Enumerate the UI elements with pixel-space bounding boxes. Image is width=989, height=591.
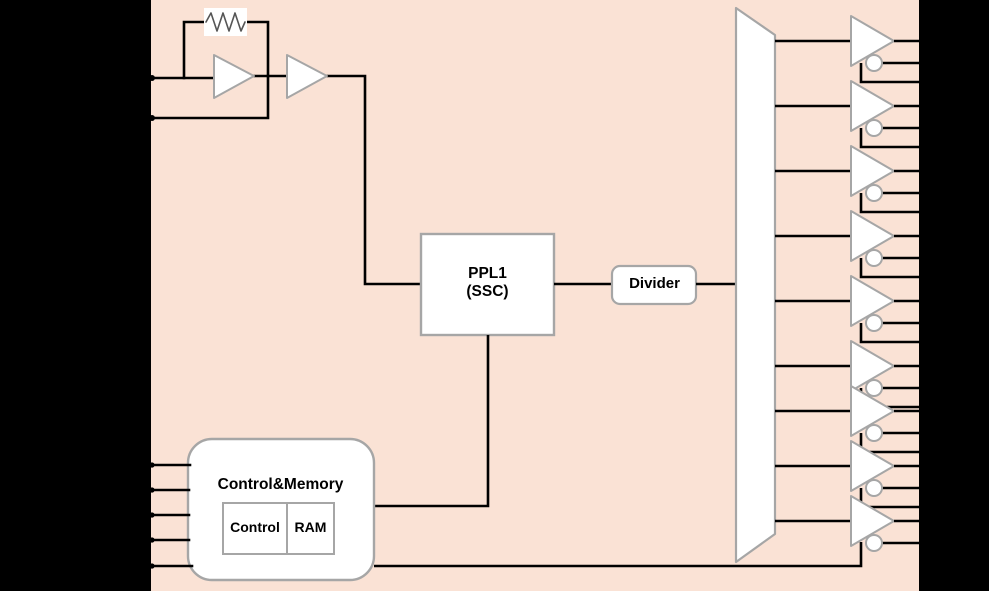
inverter-bubble-3: [865, 184, 883, 202]
pin-dot-ctrl-3: [149, 512, 155, 518]
output-buffer-1[interactable]: [775, 15, 919, 84]
output-buffer-3[interactable]: [775, 145, 919, 214]
pin-dot-ctrl-1: [149, 462, 155, 468]
ram-subblock[interactable]: [286, 502, 335, 555]
resistor-zigzag-icon: [205, 12, 246, 32]
pin-dot-ctrl-5: [149, 563, 155, 569]
wire-control-memory-bus: [374, 542, 863, 568]
inverter-bubble-1: [865, 54, 883, 72]
pin-dot-xtal-out: [149, 115, 155, 121]
buffer-triangle-8: [850, 440, 895, 492]
output-buffer-2[interactable]: [775, 80, 919, 149]
buffer-triangle-9: [850, 495, 895, 547]
output-buffer-5[interactable]: [775, 275, 919, 344]
inverter-bubble-8: [865, 479, 883, 497]
buffer-triangle-2: [850, 80, 895, 132]
output-buffer-bank: [775, 15, 919, 552]
pin-dot-ctrl-2: [149, 487, 155, 493]
wire-feedback-left: [182, 20, 207, 80]
output-buffer-4[interactable]: [775, 210, 919, 279]
wire-buffer-5-complement-leg: [859, 323, 919, 344]
wire-buffer-1-complement-leg: [859, 63, 919, 84]
buffer-triangle-1: [850, 15, 895, 67]
pll-block[interactable]: [419, 232, 556, 337]
wire-xtal-out: [149, 74, 270, 120]
control-subblock[interactable]: [222, 502, 288, 555]
wire-buffer-3-complement-leg: [859, 193, 919, 214]
divider-block[interactable]: [610, 264, 698, 306]
inverter-bubble-2: [865, 119, 883, 137]
inverter-bubble-6: [865, 379, 883, 397]
buffer-triangle-7: [850, 385, 895, 437]
wire-pll-to-control-memory: [374, 335, 490, 508]
wire-amp2-to-pll: [323, 74, 423, 286]
inverter-bubble-7: [865, 424, 883, 442]
wire-feedback-right: [244, 20, 270, 78]
pin-dot-xtal-in: [149, 75, 155, 81]
mux-block[interactable]: [734, 6, 777, 564]
buffer-triangle-4: [850, 210, 895, 262]
buffer-triangle-6: [850, 340, 895, 392]
osc-amp-1: [213, 54, 255, 99]
output-buffer-7[interactable]: [775, 385, 919, 454]
inverter-bubble-4: [865, 249, 883, 267]
wire-buffer-4-complement-leg: [859, 258, 919, 279]
buffer-triangle-5: [850, 275, 895, 327]
wire-buffer-2-complement-leg: [859, 128, 919, 149]
inverter-bubble-9: [865, 534, 883, 552]
pin-dot-ctrl-4: [149, 537, 155, 543]
output-buffer-9[interactable]: [775, 495, 919, 552]
osc-amp-2: [286, 54, 328, 99]
buffer-triangle-3: [850, 145, 895, 197]
inverter-bubble-5: [865, 314, 883, 332]
